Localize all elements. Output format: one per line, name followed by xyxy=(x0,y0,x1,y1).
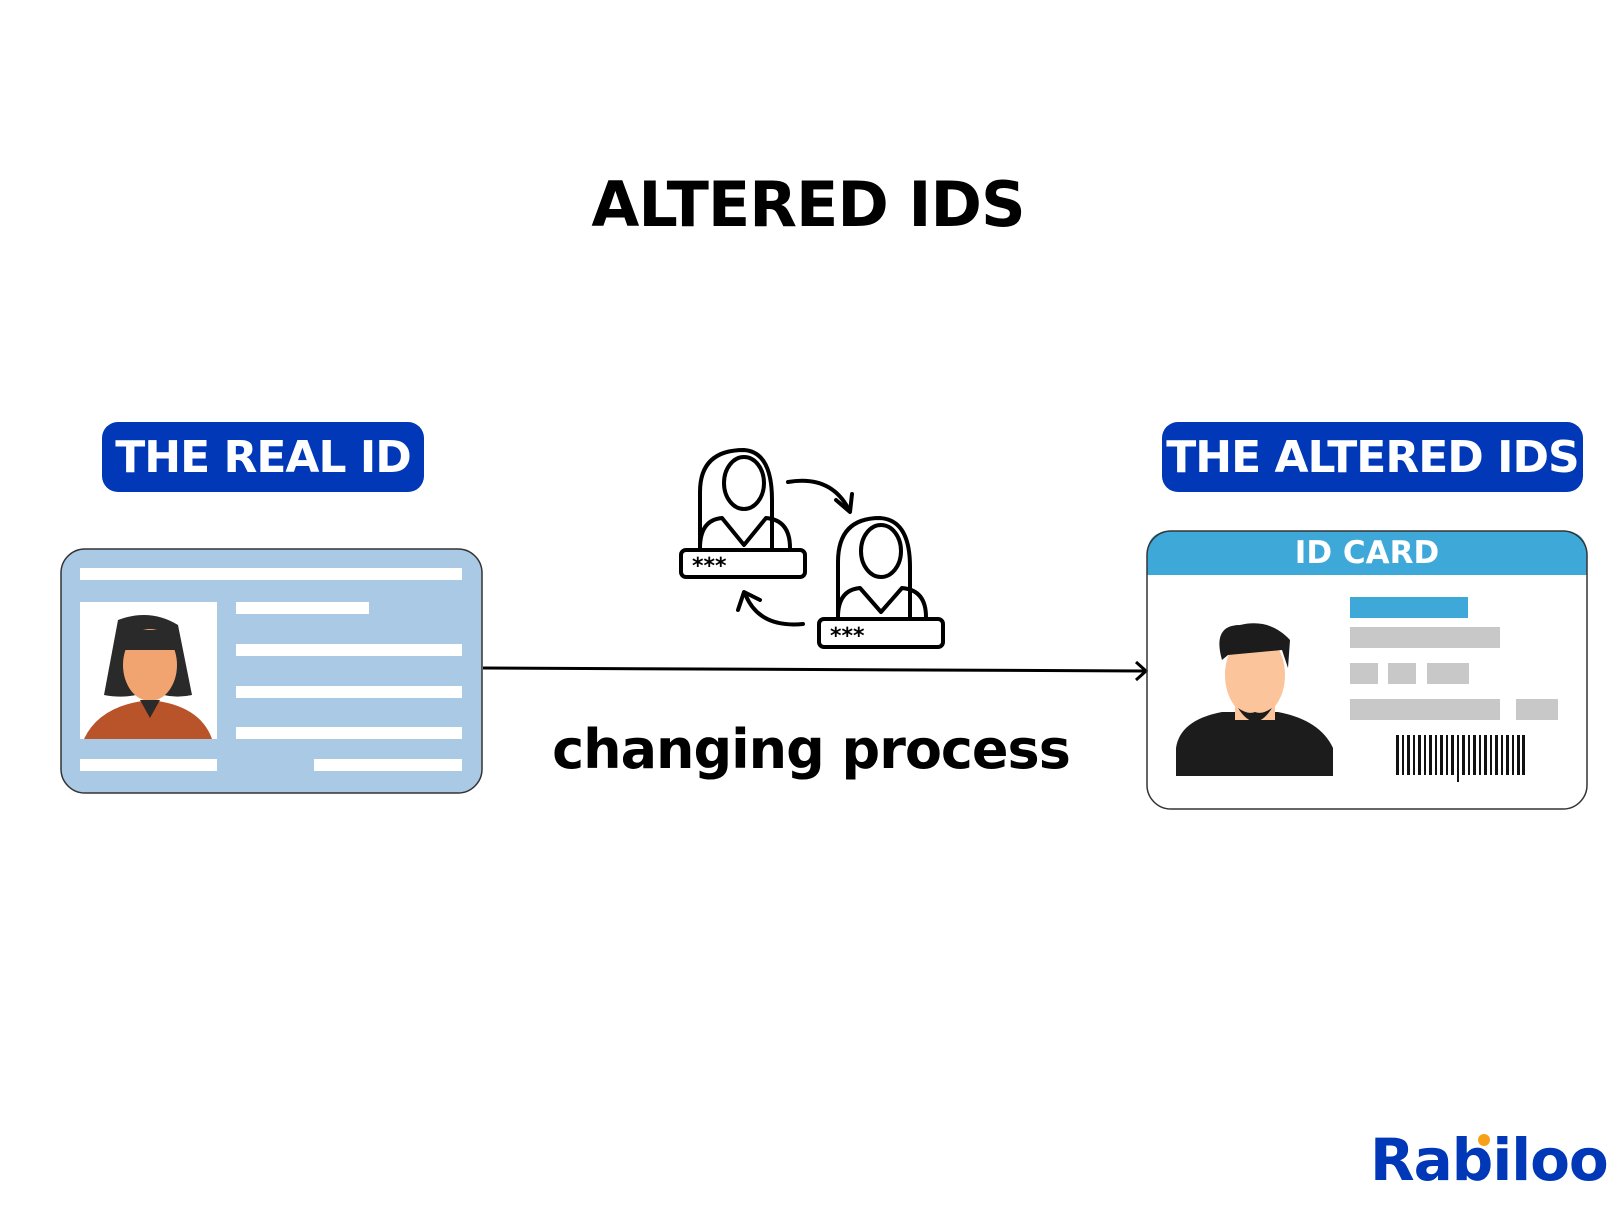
id-card-man-icon xyxy=(1146,530,1588,810)
id-card-header: ID CARD xyxy=(1294,535,1440,571)
arrow-connector xyxy=(482,660,1149,682)
svg-text:***__: ***__ xyxy=(830,624,887,649)
altered-ids-badge: THE ALTERED IDS xyxy=(1162,422,1583,492)
identity-swap-icon: ***__ ***__ xyxy=(679,448,945,649)
logo-dot xyxy=(1478,1134,1490,1146)
arrow-label: changing process xyxy=(552,718,1071,781)
svg-text:***__: ***__ xyxy=(692,554,749,579)
page-title: ALTERED IDS xyxy=(591,168,1025,241)
real-id-badge: THE REAL ID xyxy=(102,422,424,492)
id-card-woman-icon xyxy=(60,548,483,794)
